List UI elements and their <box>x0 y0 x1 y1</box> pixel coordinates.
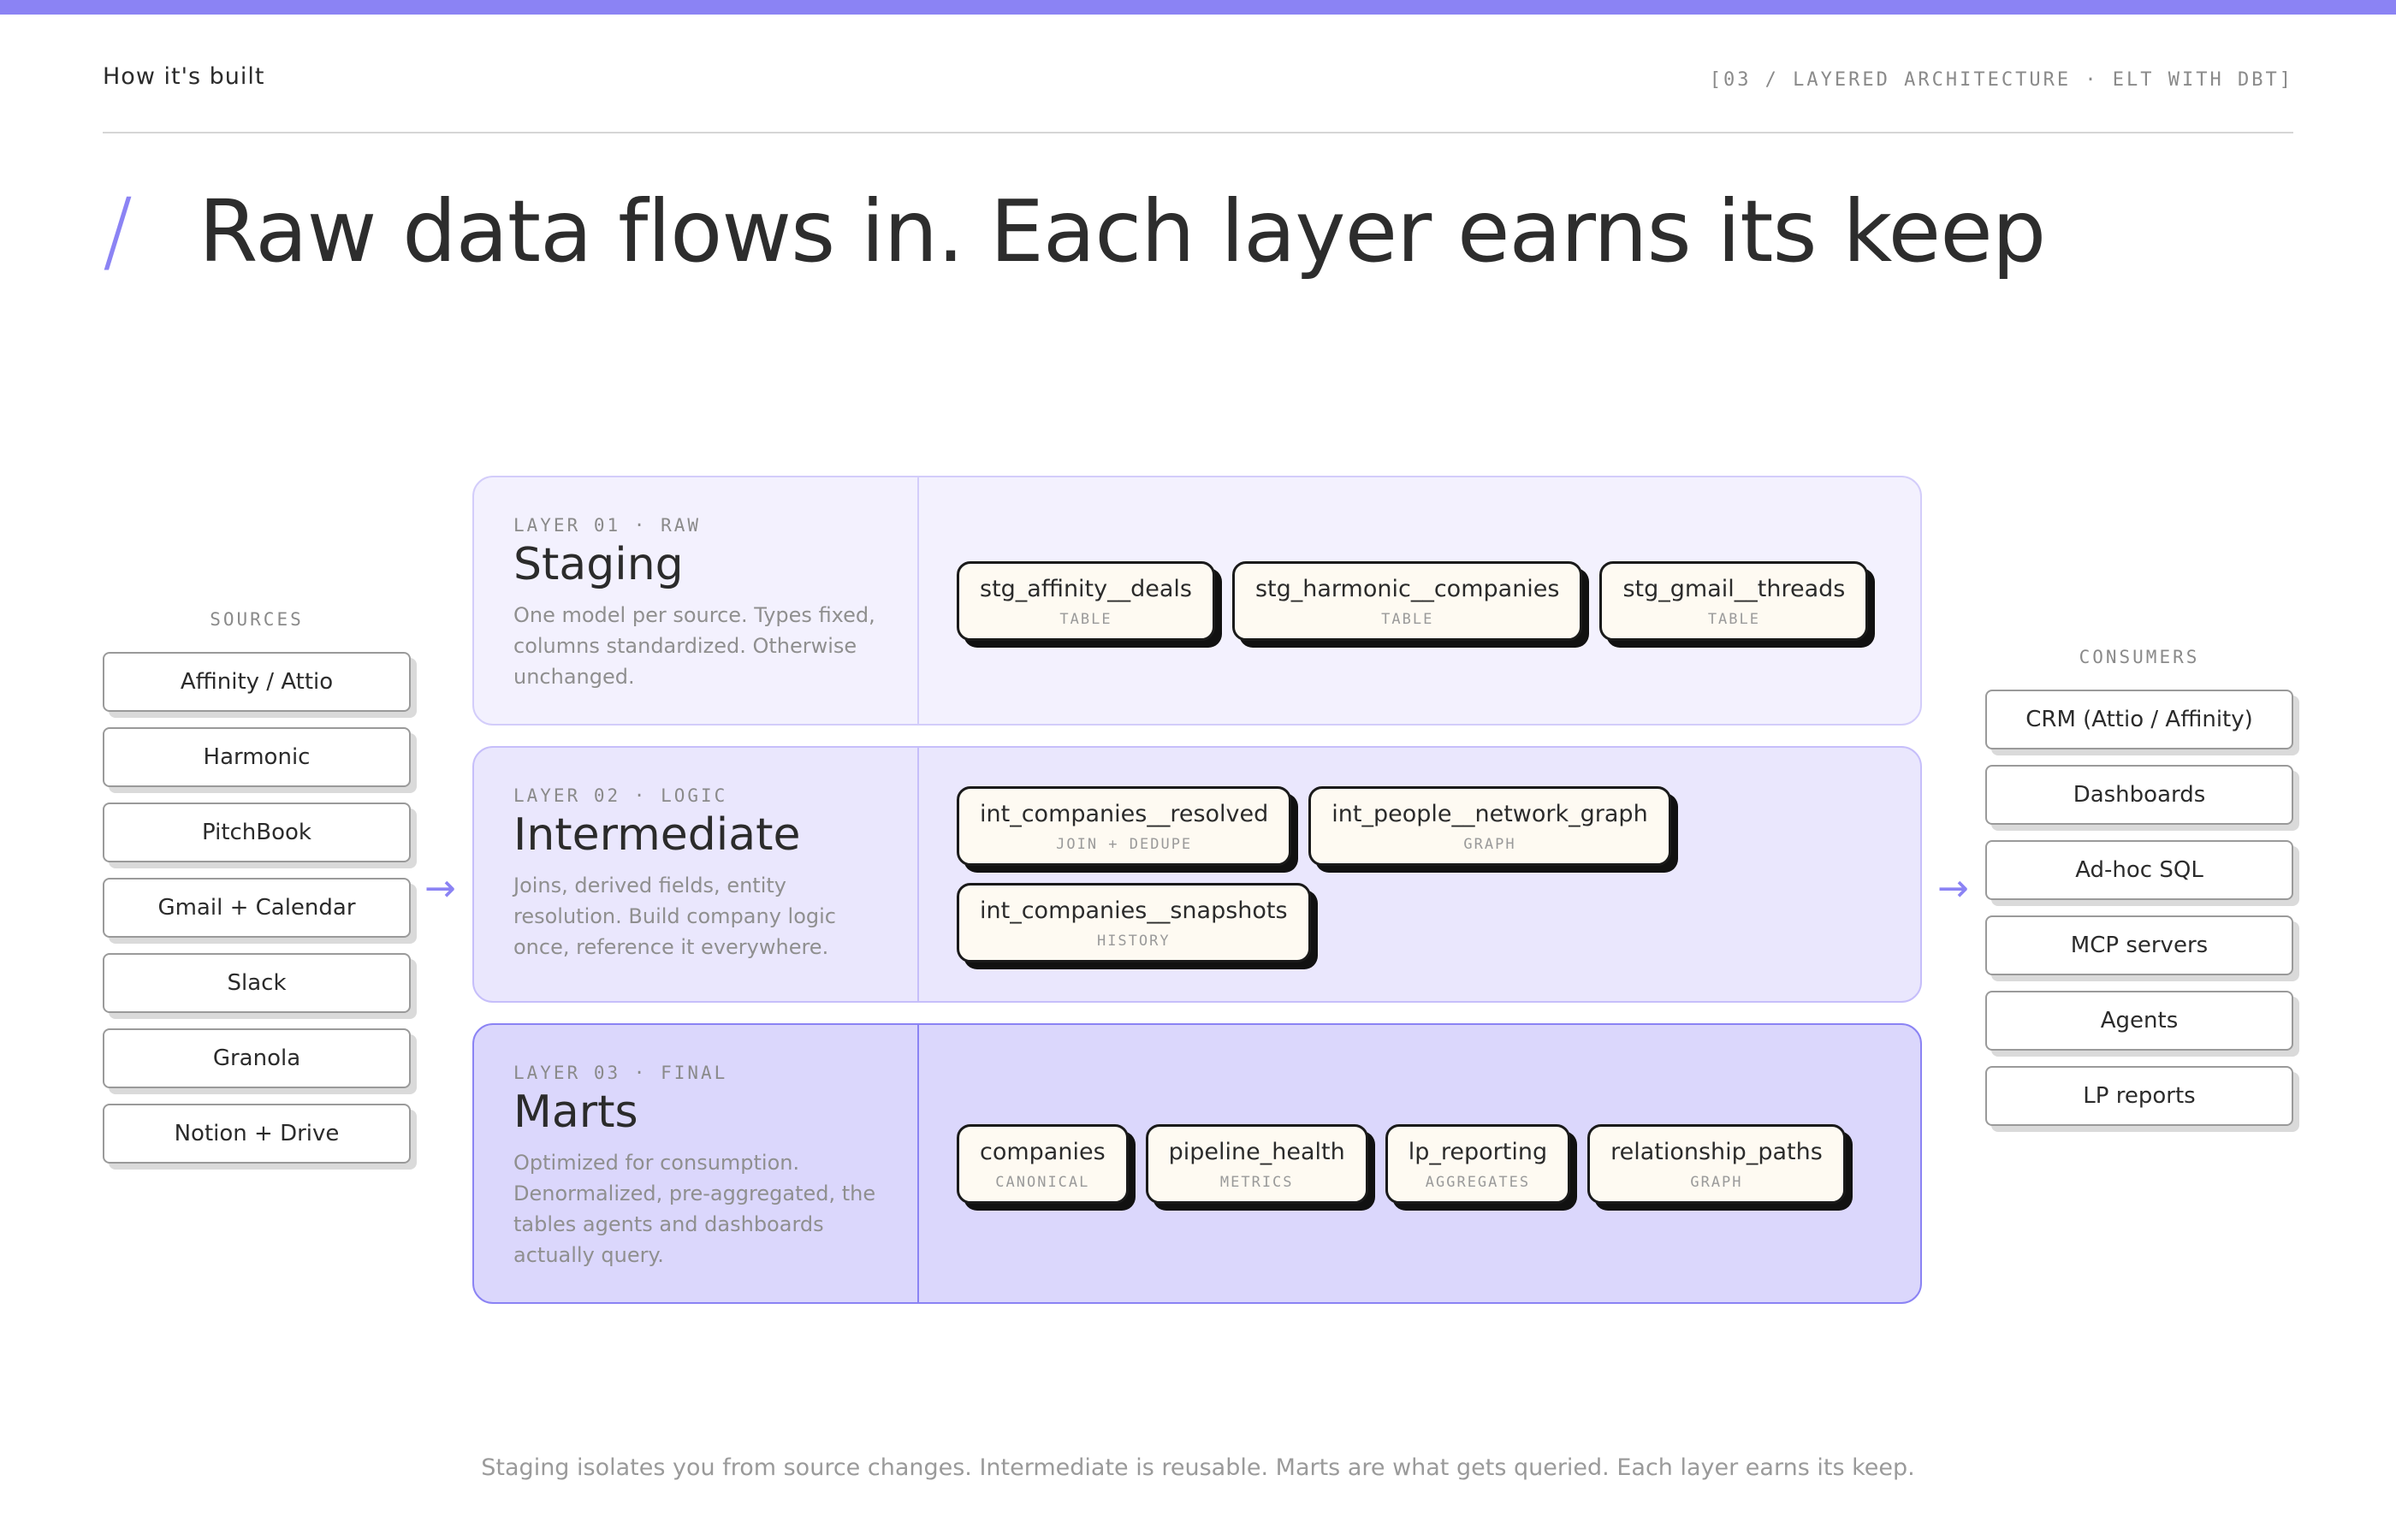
layer-tag: LAYER 03 · FINAL <box>513 1063 728 1083</box>
model-card: stg_harmonic__companies TABLE <box>1231 560 1583 641</box>
layer-name: Marts <box>513 1087 638 1138</box>
model-card: pipeline_health METRICS <box>1145 1123 1368 1204</box>
layer-info: LAYER 01 · RAW Staging One model per sou… <box>474 477 919 724</box>
model-card: int_companies__snapshots HISTORY <box>957 883 1311 962</box>
layer-models: companies CANONICAL pipeline_health METR… <box>919 1025 1920 1302</box>
layer-description: Optimized for consumption. Denormalized,… <box>513 1151 876 1268</box>
sources-column: SOURCES Affinity / Attio Harmonic PitchB… <box>103 609 411 1179</box>
layer-models: stg_affinity__deals TABLE stg_harmonic__… <box>919 477 1920 724</box>
headline-slash: / <box>103 179 133 283</box>
model-type: JOIN + DEDUPE <box>1056 836 1193 853</box>
source-item: Affinity / Attio <box>103 652 411 712</box>
model-name: int_people__network_graph <box>1331 801 1648 827</box>
layer-description: One model per source. Types fixed, colum… <box>513 603 875 690</box>
layer-info: LAYER 02 · LOGIC Intermediate Joins, der… <box>474 748 919 1001</box>
model-type: TABLE <box>1707 610 1760 628</box>
model-type: GRAPH <box>1463 836 1516 853</box>
consumer-item: Dashboards <box>1985 765 2293 825</box>
model-name: companies <box>980 1138 1106 1165</box>
layer-marts: LAYER 03 · FINAL Marts Optimized for con… <box>472 1023 1922 1304</box>
model-name: lp_reporting <box>1408 1138 1548 1165</box>
layer-intermediate: LAYER 02 · LOGIC Intermediate Joins, der… <box>472 746 1922 1003</box>
arrow-right-icon: → <box>1937 867 1969 910</box>
source-item: Slack <box>103 953 411 1013</box>
layer-name: Staging <box>513 539 684 590</box>
model-type: TABLE <box>1059 610 1112 628</box>
source-item: Harmonic <box>103 727 411 787</box>
model-name: stg_harmonic__companies <box>1254 575 1560 602</box>
model-name: stg_affinity__deals <box>980 575 1192 602</box>
layer-tag: LAYER 02 · LOGIC <box>513 785 728 806</box>
model-card: stg_affinity__deals TABLE <box>957 560 1215 641</box>
source-item: PitchBook <box>103 803 411 862</box>
model-type: HISTORY <box>1096 933 1171 950</box>
model-type: CANONICAL <box>995 1173 1090 1191</box>
consumer-item: Agents <box>1985 991 2293 1051</box>
source-item: Notion + Drive <box>103 1104 411 1164</box>
model-type: TABLE <box>1381 610 1434 628</box>
footer-caption: Staging isolates you from source changes… <box>481 1454 1915 1481</box>
page-title: Raw data flows in. Each layer earns its … <box>199 181 2046 281</box>
source-item: Gmail + Calendar <box>103 878 411 938</box>
layer-name: Intermediate <box>513 809 801 861</box>
arrow-right-icon: → <box>424 867 456 910</box>
model-card: lp_reporting AGGREGATES <box>1385 1123 1571 1204</box>
sources-title: SOURCES <box>210 609 304 630</box>
layer-description: Joins, derived fields, entity resolution… <box>513 874 836 960</box>
layer-tag: LAYER 01 · RAW <box>513 515 702 536</box>
model-card: stg_gmail__threads TABLE <box>1599 560 1869 641</box>
source-item: Granola <box>103 1028 411 1088</box>
model-type: METRICS <box>1219 1173 1294 1191</box>
layer-staging: LAYER 01 · RAW Staging One model per sou… <box>472 476 1922 726</box>
section-tag: [03 / LAYERED ARCHITECTURE · ELT WITH DB… <box>1709 69 2293 91</box>
model-name: pipeline_health <box>1168 1138 1345 1165</box>
model-card: int_companies__resolved JOIN + DEDUPE <box>957 786 1292 866</box>
model-name: relationship_paths <box>1610 1138 1823 1165</box>
model-type: AGGREGATES <box>1425 1173 1531 1191</box>
model-name: stg_gmail__threads <box>1622 575 1846 602</box>
consumer-item: MCP servers <box>1985 915 2293 975</box>
consumer-item: Ad-hoc SQL <box>1985 840 2293 900</box>
header-divider <box>103 132 2293 133</box>
consumers-column: CONSUMERS CRM (Attio / Affinity) Dashboa… <box>1985 647 2293 1141</box>
layer-models: int_companies__resolved JOIN + DEDUPE in… <box>919 748 1920 1001</box>
layer-info: LAYER 03 · FINAL Marts Optimized for con… <box>474 1025 919 1302</box>
model-card: relationship_paths GRAPH <box>1587 1123 1846 1204</box>
top-accent-bar <box>0 0 2396 15</box>
model-name: int_companies__resolved <box>980 801 1269 827</box>
model-card: companies CANONICAL <box>957 1123 1129 1204</box>
section-kicker: How it's built <box>103 63 265 90</box>
model-name: int_companies__snapshots <box>980 897 1288 924</box>
model-type: GRAPH <box>1690 1173 1743 1191</box>
consumers-title: CONSUMERS <box>2079 647 2200 667</box>
consumer-item: CRM (Attio / Affinity) <box>1985 690 2293 749</box>
consumer-item: LP reports <box>1985 1066 2293 1126</box>
model-card: int_people__network_graph GRAPH <box>1308 786 1671 866</box>
